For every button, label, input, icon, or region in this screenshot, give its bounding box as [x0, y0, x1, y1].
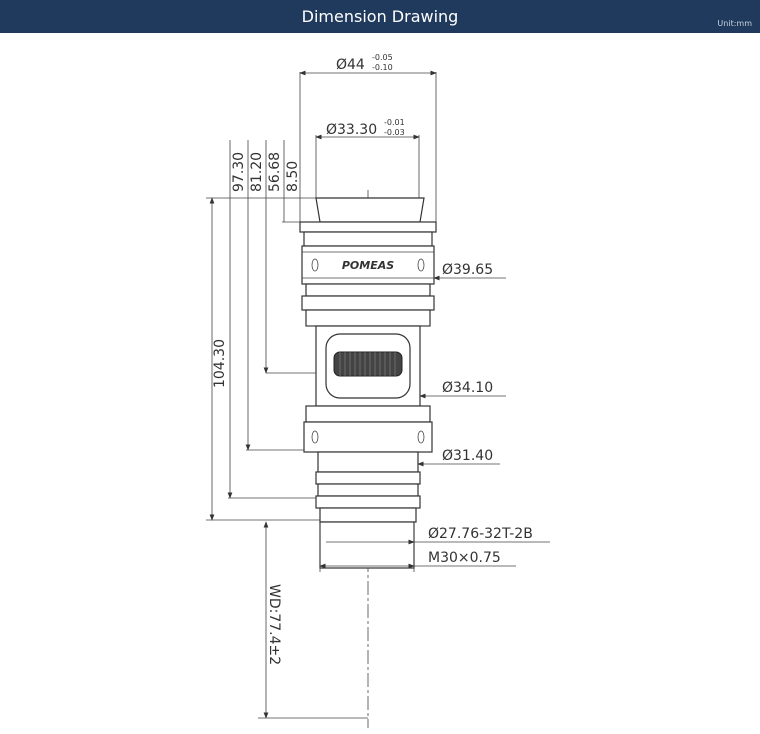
lens-step-ring	[305, 283, 431, 297]
screw-hole-left	[311, 258, 319, 272]
dim-mount-thread: M30×0.75	[428, 550, 501, 566]
svg-text:-0.05: -0.05	[372, 53, 393, 62]
lens-thread-bottom	[319, 507, 417, 523]
dim-81-20: 81.20	[249, 152, 265, 192]
dim-total-length: 104.30	[212, 339, 228, 388]
lens-thread-top	[317, 451, 419, 473]
lens-collar	[303, 231, 433, 247]
dim-thread-spec: Ø27.76-32T-2B	[428, 526, 533, 542]
dim-97-30: 97.30	[231, 152, 247, 192]
header-bar: Dimension Drawing Unit:mm	[0, 0, 760, 33]
dim-d-31-40: Ø31.40	[442, 448, 493, 464]
brand-logo: POMEAS	[342, 259, 394, 272]
lens-top-flange	[315, 197, 425, 223]
svg-text:-0.10: -0.10	[372, 63, 393, 72]
lens-lower-ring	[303, 421, 433, 453]
dim-working-distance: WD:77.4±2	[266, 584, 282, 665]
screw-hole-right	[417, 258, 425, 272]
lens-lower-collar	[305, 405, 431, 423]
dim-top-diameter: Ø44	[336, 57, 365, 73]
svg-text:-0.01: -0.01	[384, 118, 405, 127]
dim-8-50: 8.50	[285, 161, 301, 192]
unit-label: Unit:mm	[717, 19, 752, 28]
dim-56-68: 56.68	[267, 152, 283, 192]
dimension-drawing: POMEAS Ø44 -0.05 -0.10 Ø33.30 -0.01 -0.0…	[206, 53, 550, 728]
lens-nose	[319, 521, 415, 569]
lens-ring-lower	[305, 309, 431, 327]
lens-top-ring	[299, 221, 437, 233]
dim-d-39-65: Ø39.65	[442, 262, 493, 278]
page-title: Dimension Drawing	[301, 7, 459, 26]
dim-flange-diameter: Ø33.30	[326, 122, 377, 138]
svg-text:-0.03: -0.03	[384, 128, 405, 137]
dim-d-34-10: Ø34.10	[442, 380, 493, 396]
lens-groove-ring	[301, 295, 435, 311]
focus-knurl	[333, 351, 403, 377]
